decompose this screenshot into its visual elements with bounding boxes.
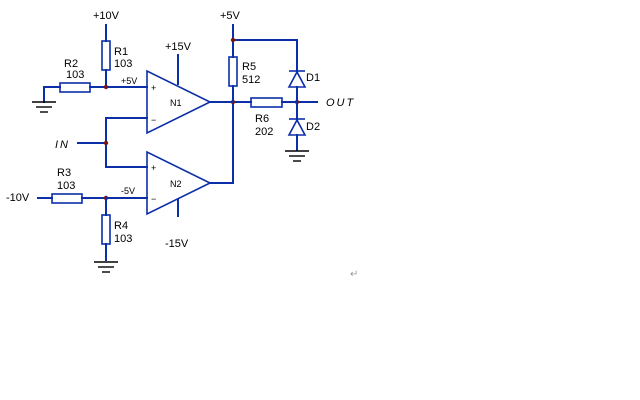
d1-label: D1 xyxy=(306,72,320,84)
n1-label: N1 xyxy=(170,98,182,108)
opamp-n1: + − N1 xyxy=(146,69,212,135)
resistor-r3 xyxy=(51,193,83,204)
junction-r1-r2 xyxy=(103,84,109,90)
r5-ref: R5 xyxy=(242,61,256,73)
diode-d2 xyxy=(287,118,307,136)
n1-plus-sign: + xyxy=(151,83,156,93)
r2-ref: R2 xyxy=(64,58,78,70)
r1-supply-label: +10V xyxy=(93,10,120,22)
n2-supply-label: -15V xyxy=(165,238,189,250)
rail-supply-label: +5V xyxy=(220,10,241,22)
opamp-n2: + − N2 xyxy=(146,150,212,216)
n1-minus-sign: − xyxy=(151,115,156,125)
junction-input xyxy=(103,140,109,146)
n2-label: N2 xyxy=(170,179,182,189)
n2-plus-sign: + xyxy=(151,163,156,173)
r3-ref: R3 xyxy=(57,167,71,179)
d2-label: D2 xyxy=(306,121,320,133)
n2-minus-sign: − xyxy=(151,194,156,204)
resistor-r1 xyxy=(101,40,111,71)
n1-supply-label: +15V xyxy=(165,41,192,53)
r3-supply-label: -10V xyxy=(6,192,30,204)
r5-value: 512 xyxy=(242,74,260,86)
r3-value: 103 xyxy=(57,180,75,192)
resistor-r6 xyxy=(250,97,283,108)
output-label: OUT xyxy=(326,97,355,109)
r6-ref: R6 xyxy=(255,113,269,125)
r1-ref: R1 xyxy=(114,46,128,58)
r6-value: 202 xyxy=(255,126,273,138)
r4-value: 103 xyxy=(114,233,132,245)
ground-r4 xyxy=(94,261,118,273)
paragraph-mark: ↵ xyxy=(350,269,358,280)
n1-noninv-node-label: +5V xyxy=(121,76,137,86)
r4-ref: R4 xyxy=(114,220,128,232)
resistor-r5 xyxy=(228,56,238,87)
ground-r2 xyxy=(32,86,56,113)
n2-inv-node-label: -5V xyxy=(121,186,135,196)
resistor-r4 xyxy=(101,214,111,245)
r2-value: 103 xyxy=(66,69,84,81)
r1-value: 103 xyxy=(114,58,132,70)
resistor-r2 xyxy=(59,82,91,93)
junction-rail xyxy=(230,37,236,43)
ground-d2 xyxy=(285,150,309,162)
input-label: IN xyxy=(55,139,70,151)
diode-d1 xyxy=(287,70,307,88)
